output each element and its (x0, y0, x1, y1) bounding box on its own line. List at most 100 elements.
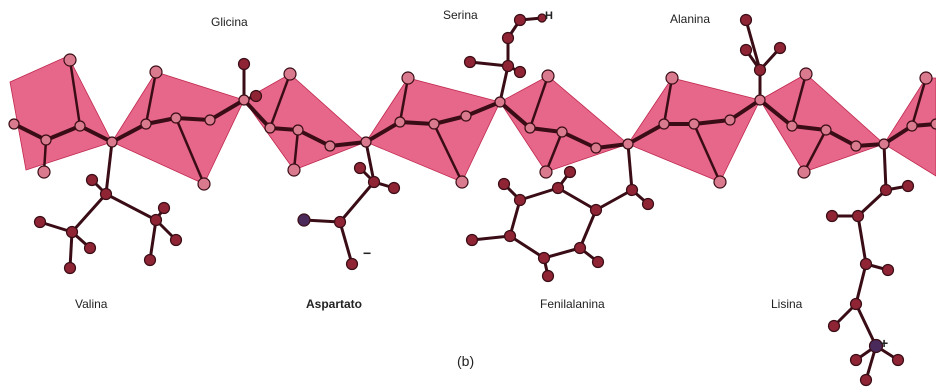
side-chain-bond (338, 180, 376, 224)
oxygen-atom (401, 71, 415, 85)
side-chain-atom (501, 31, 515, 45)
side-chain-atom (513, 13, 527, 27)
side-chain-bond (882, 142, 888, 192)
side-chain-bond (594, 188, 634, 212)
oxygen-atom (799, 67, 813, 81)
side-chain-atom (465, 233, 479, 247)
carbonyl-bond (802, 129, 828, 173)
side-chain-bond (468, 60, 510, 68)
aspartate-oxygen-atom (297, 213, 311, 227)
side-chain-atom (63, 261, 77, 275)
oxygen-atom (37, 165, 51, 179)
backbone-bond (364, 120, 402, 144)
side-chain-atom (573, 241, 587, 255)
backbone-atom (688, 118, 700, 130)
label-glicina: Glicina (211, 15, 248, 29)
backbone-bond (560, 130, 598, 150)
backbone-atom (394, 116, 406, 128)
charge-plus: + (880, 335, 889, 351)
oxygen-atom (541, 69, 555, 83)
side-chain-atom (353, 161, 367, 175)
oxygen-atom (197, 177, 211, 191)
backbone-atom (106, 136, 118, 148)
backbone-atom (590, 142, 602, 154)
backbone-bond (328, 140, 368, 148)
label-valina: Valina (75, 297, 108, 311)
backbone-atom (324, 140, 336, 152)
label-serina: Serina (443, 8, 478, 22)
backbone-bond (242, 98, 272, 130)
backbone-bond (626, 122, 666, 146)
label-hydrogen: H (545, 10, 553, 22)
carbonyl-bond (144, 71, 158, 125)
side-chain-atom (739, 43, 753, 57)
side-chain-atom (169, 233, 183, 247)
side-chain-atom (345, 257, 359, 271)
lysine-nitrogen-atom (868, 338, 884, 354)
oxygen-atom (283, 67, 297, 81)
side-chain-atom (859, 257, 873, 271)
backbone-bond (790, 124, 828, 132)
carbonyl-bond (432, 123, 464, 183)
side-chain-atom (859, 373, 873, 387)
backbone-atom (360, 136, 372, 148)
side-chain-atom (739, 13, 753, 27)
side-chain-bond (70, 192, 108, 234)
backbone-atom (140, 118, 152, 130)
side-chain-bond (104, 192, 158, 222)
side-chain-atom (753, 63, 767, 77)
side-chain-bond (364, 140, 376, 184)
side-chain-atom (891, 353, 905, 367)
backbone-atom (238, 94, 250, 106)
side-chain-bond (104, 140, 114, 196)
side-chain-atom (851, 209, 865, 223)
side-chain-bond (508, 234, 546, 260)
backbone-atom (820, 124, 832, 136)
side-chain-atom (773, 41, 787, 55)
side-chain-bond (556, 186, 598, 212)
carbonyl-bond (790, 73, 808, 127)
side-chain-atom (157, 201, 171, 215)
backbone-bond (728, 98, 762, 122)
peptide-plane-7 (759, 73, 885, 173)
backbone-bond (692, 118, 732, 126)
side-chain-bond (744, 18, 762, 72)
label-aspartato: Aspartato (306, 297, 363, 311)
side-chain-atom (503, 229, 517, 243)
carbonyl-bond (68, 59, 82, 127)
backbone-bond (824, 128, 858, 148)
backbone-atom (906, 120, 918, 132)
backbone-atom (428, 118, 440, 130)
backbone-bond (12, 122, 48, 142)
backbone-atom (930, 118, 936, 130)
backbone-atom (556, 126, 568, 138)
label-alanina: Alanina (670, 12, 711, 26)
side-chain-atom (625, 183, 639, 197)
side-chain-atom (85, 173, 99, 187)
backbone-bond (208, 98, 246, 122)
side-chain-atom (249, 89, 263, 103)
side-chain-bond (542, 246, 582, 260)
backbone-atom (204, 114, 216, 126)
side-chain-atom (589, 203, 603, 217)
backbone-atom (264, 122, 276, 134)
side-chain-bond (854, 262, 868, 306)
side-chain-bond (338, 220, 354, 266)
side-chain-atom (541, 269, 555, 283)
oxygen-atom (713, 175, 727, 189)
carbonyl-bond (910, 77, 928, 127)
side-chain-bond (856, 214, 868, 266)
side-chain-atom (237, 57, 251, 71)
side-chain-atom (591, 255, 605, 269)
oxygen-atom (63, 53, 77, 67)
backbone-atom (8, 118, 20, 130)
side-chain-atom (881, 263, 895, 277)
side-chain-atom (537, 251, 551, 265)
backbone-bond (78, 124, 114, 144)
backbone-atom (170, 112, 182, 124)
charge-minus: − (363, 245, 372, 261)
backbone-bond (44, 124, 82, 142)
side-chain-atom (827, 319, 841, 333)
side-chain-atom (901, 179, 915, 193)
